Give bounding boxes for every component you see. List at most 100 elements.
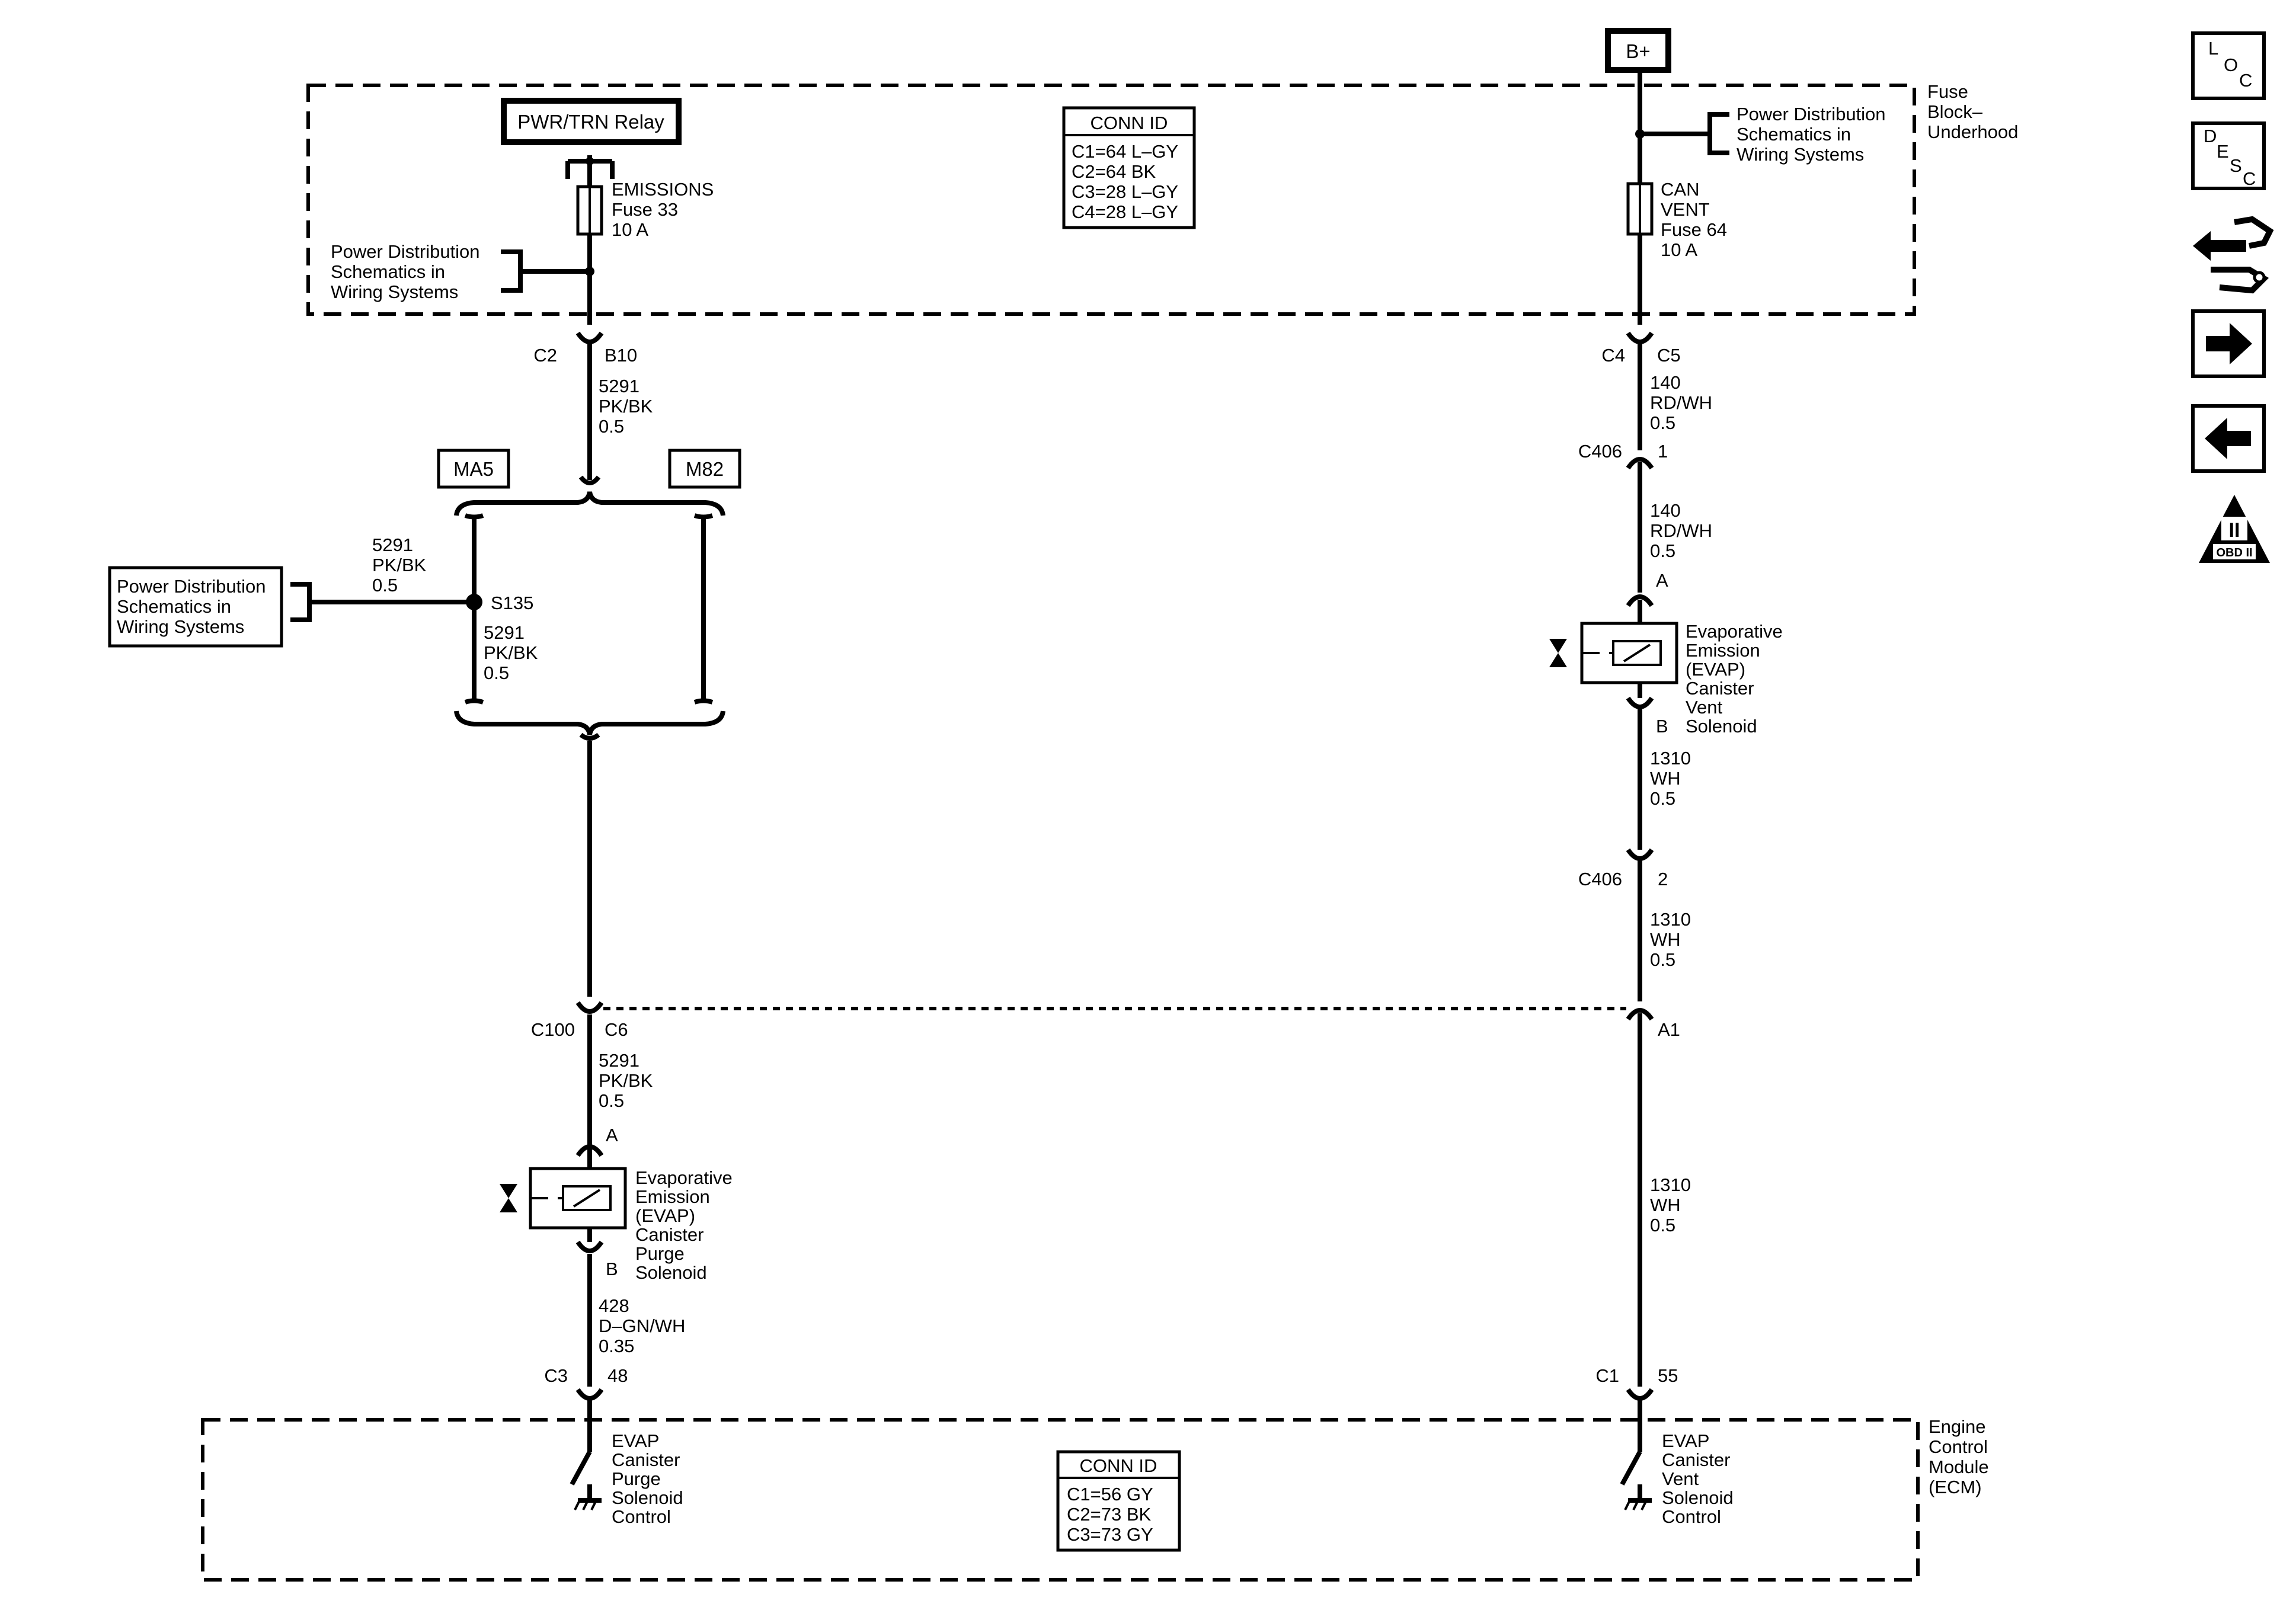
pwr-trn-relay: PWR/TRN Relay [501,98,682,145]
conn-id-title: CONN ID [1080,1455,1157,1476]
wire-label-428: 428 D–GN/WH 0.35 [599,1295,690,1356]
pin-label: A [606,1125,618,1145]
svg-text:M82: M82 [686,458,724,480]
connector-c406-pin1 [1626,457,1654,470]
fuse-block-label: Fuse Block– Underhood [1927,81,2018,142]
wire-label-5291-lower: 5291 PK/BK 0.5 [599,1050,658,1111]
svg-text:MA5: MA5 [453,458,494,480]
svg-text:II: II [2229,519,2240,542]
option-brace-bottom [454,710,725,735]
vent-control-label: EVAP Canister Vent Solenoid Control [1662,1430,1738,1527]
svg-text:D: D [2204,126,2217,146]
emissions-fuse-label: EMISSIONS Fuse 33 10 A [612,179,719,240]
connector-label: C5 [1657,345,1681,366]
desc-icon[interactable]: D E S C [2191,121,2266,190]
wire-label-5291: 5291 PK/BK 0.5 [599,376,658,437]
connector-c2-b10 [575,331,604,344]
connector-label: 48 [607,1365,628,1386]
wire-label-1310-lower: 1310 WH 0.5 [1650,1174,1696,1235]
connector-c1-55 [1626,1388,1654,1401]
conn-id-row: C3=28 L–GY [1072,181,1178,202]
connector-c100-c6 [575,1001,604,1014]
connector-label: C406 [1578,441,1622,462]
conn-id-row: C3=73 GY [1067,1524,1153,1545]
svg-text:OBD II: OBD II [2216,546,2252,559]
obd-ii-icon[interactable]: II OBD II [2199,495,2270,563]
purge-control-label: EVAP Canister Purge Solenoid Control [612,1430,688,1527]
connector-label: C3 [544,1365,568,1386]
can-vent-fuse-circuit [1626,70,1710,325]
power-dist-ref-box [108,566,283,648]
wire-label-140-upper: 140 RD/WH 0.5 [1650,372,1718,433]
svg-text:PWR/TRN Relay: PWR/TRN Relay [517,111,664,133]
connector-c4-c5 [1626,331,1654,344]
purge-control-switch [570,1451,602,1510]
loc-icon[interactable]: L O C [2191,31,2266,100]
power-dist-ref-top-right: Power Distribution Schematics in Wiring … [1737,104,1891,165]
svg-text:B+: B+ [1626,40,1650,62]
purge-solenoid-pin-b [575,1240,604,1253]
option-ma5: MA5 [437,449,510,489]
connector-label: C6 [605,1019,628,1040]
wire-label-140-lower: 140 RD/WH 0.5 [1650,500,1718,561]
vent-solenoid-pin-a [1626,594,1654,607]
vent-solenoid-pin-b [1626,696,1654,709]
wire-label-5291-splice-left: 5291 PK/BK 0.5 [372,534,431,596]
ref-bracket [1707,112,1729,155]
conn-id-row: C2=73 BK [1067,1504,1152,1525]
conn-id-row: C2=64 BK [1072,161,1156,182]
vent-solenoid-label: Evaporative Emission (EVAP) Canister Ven… [1686,621,1787,737]
purge-solenoid-pin-a [575,1144,604,1157]
svg-text:S: S [2230,155,2242,176]
connector-label: C1 [1595,1365,1619,1386]
connector-label: 55 [1658,1365,1678,1386]
ecm-boundary [201,1418,1920,1582]
conn-id-table-bottom: CONN ID C1=56 GY C2=73 BK C3=73 GY [1056,1450,1181,1552]
connector-label: C406 [1578,869,1622,889]
pin-label: A [1656,570,1668,591]
wire-label-5291-splice-down: 5291 PK/BK 0.5 [484,622,543,683]
arrow-right-icon[interactable] [2191,309,2266,378]
connector-label: 2 [1658,869,1668,889]
ref-bracket [290,582,312,622]
power-dist-ref-left: Power Distribution Schematics in Wiring … [117,576,271,637]
connector-label: C2 [533,345,557,366]
connector-label: C4 [1601,345,1625,366]
connector-label: 1 [1658,441,1668,462]
option-brace-top [454,491,725,516]
connector-label: A1 [1658,1019,1680,1040]
can-vent-fuse-label: CAN VENT Fuse 64 10 A [1661,179,1732,260]
svg-text:C: C [2239,70,2252,91]
connector-swap-icon[interactable] [2193,216,2274,294]
conn-id-row: C1=64 L–GY [1072,141,1178,162]
conn-id-row: C4=28 L–GY [1072,201,1178,222]
ecm-label: Engine Control Module (ECM) [1929,1416,1994,1497]
svg-text:E: E [2217,141,2229,162]
conn-id-row: C1=56 GY [1067,1484,1153,1505]
wire-label-1310-upper: 1310 WH 0.5 [1650,748,1696,809]
svg-text:L: L [2208,38,2218,59]
connector-c406-pin2 [1626,848,1654,861]
svg-text:C: C [2243,168,2256,189]
power-dist-ref-top-left: Power Distribution Schematics in Wiring … [331,241,485,302]
arrow-left-icon[interactable] [2191,404,2266,473]
emissions-fuse-circuit [520,155,615,325]
vent-control-switch [1620,1451,1652,1510]
pin-label: B [606,1259,618,1279]
connector-label: C100 [531,1019,575,1040]
purge-solenoid-label: Evaporative Emission (EVAP) Canister Pur… [635,1167,737,1283]
option-m82: M82 [668,449,741,489]
conn-id-table-top: CONN ID C1=64 L–GY C2=64 BK C3=28 L–GY C… [1062,106,1196,229]
connector-c100-a1 [1626,1008,1654,1021]
pin-label: B [1656,716,1668,737]
splice-label: S135 [491,593,533,613]
conn-id-title: CONN ID [1091,113,1168,133]
vent-solenoid [1549,622,1678,684]
purge-solenoid [500,1167,627,1230]
b-plus-source: B+ [1605,28,1671,73]
connector-label: B10 [605,345,637,366]
svg-text:O: O [2224,55,2238,75]
wire-label-1310-middle: 1310 WH 0.5 [1650,909,1696,970]
connector-c3-48 [575,1388,604,1401]
